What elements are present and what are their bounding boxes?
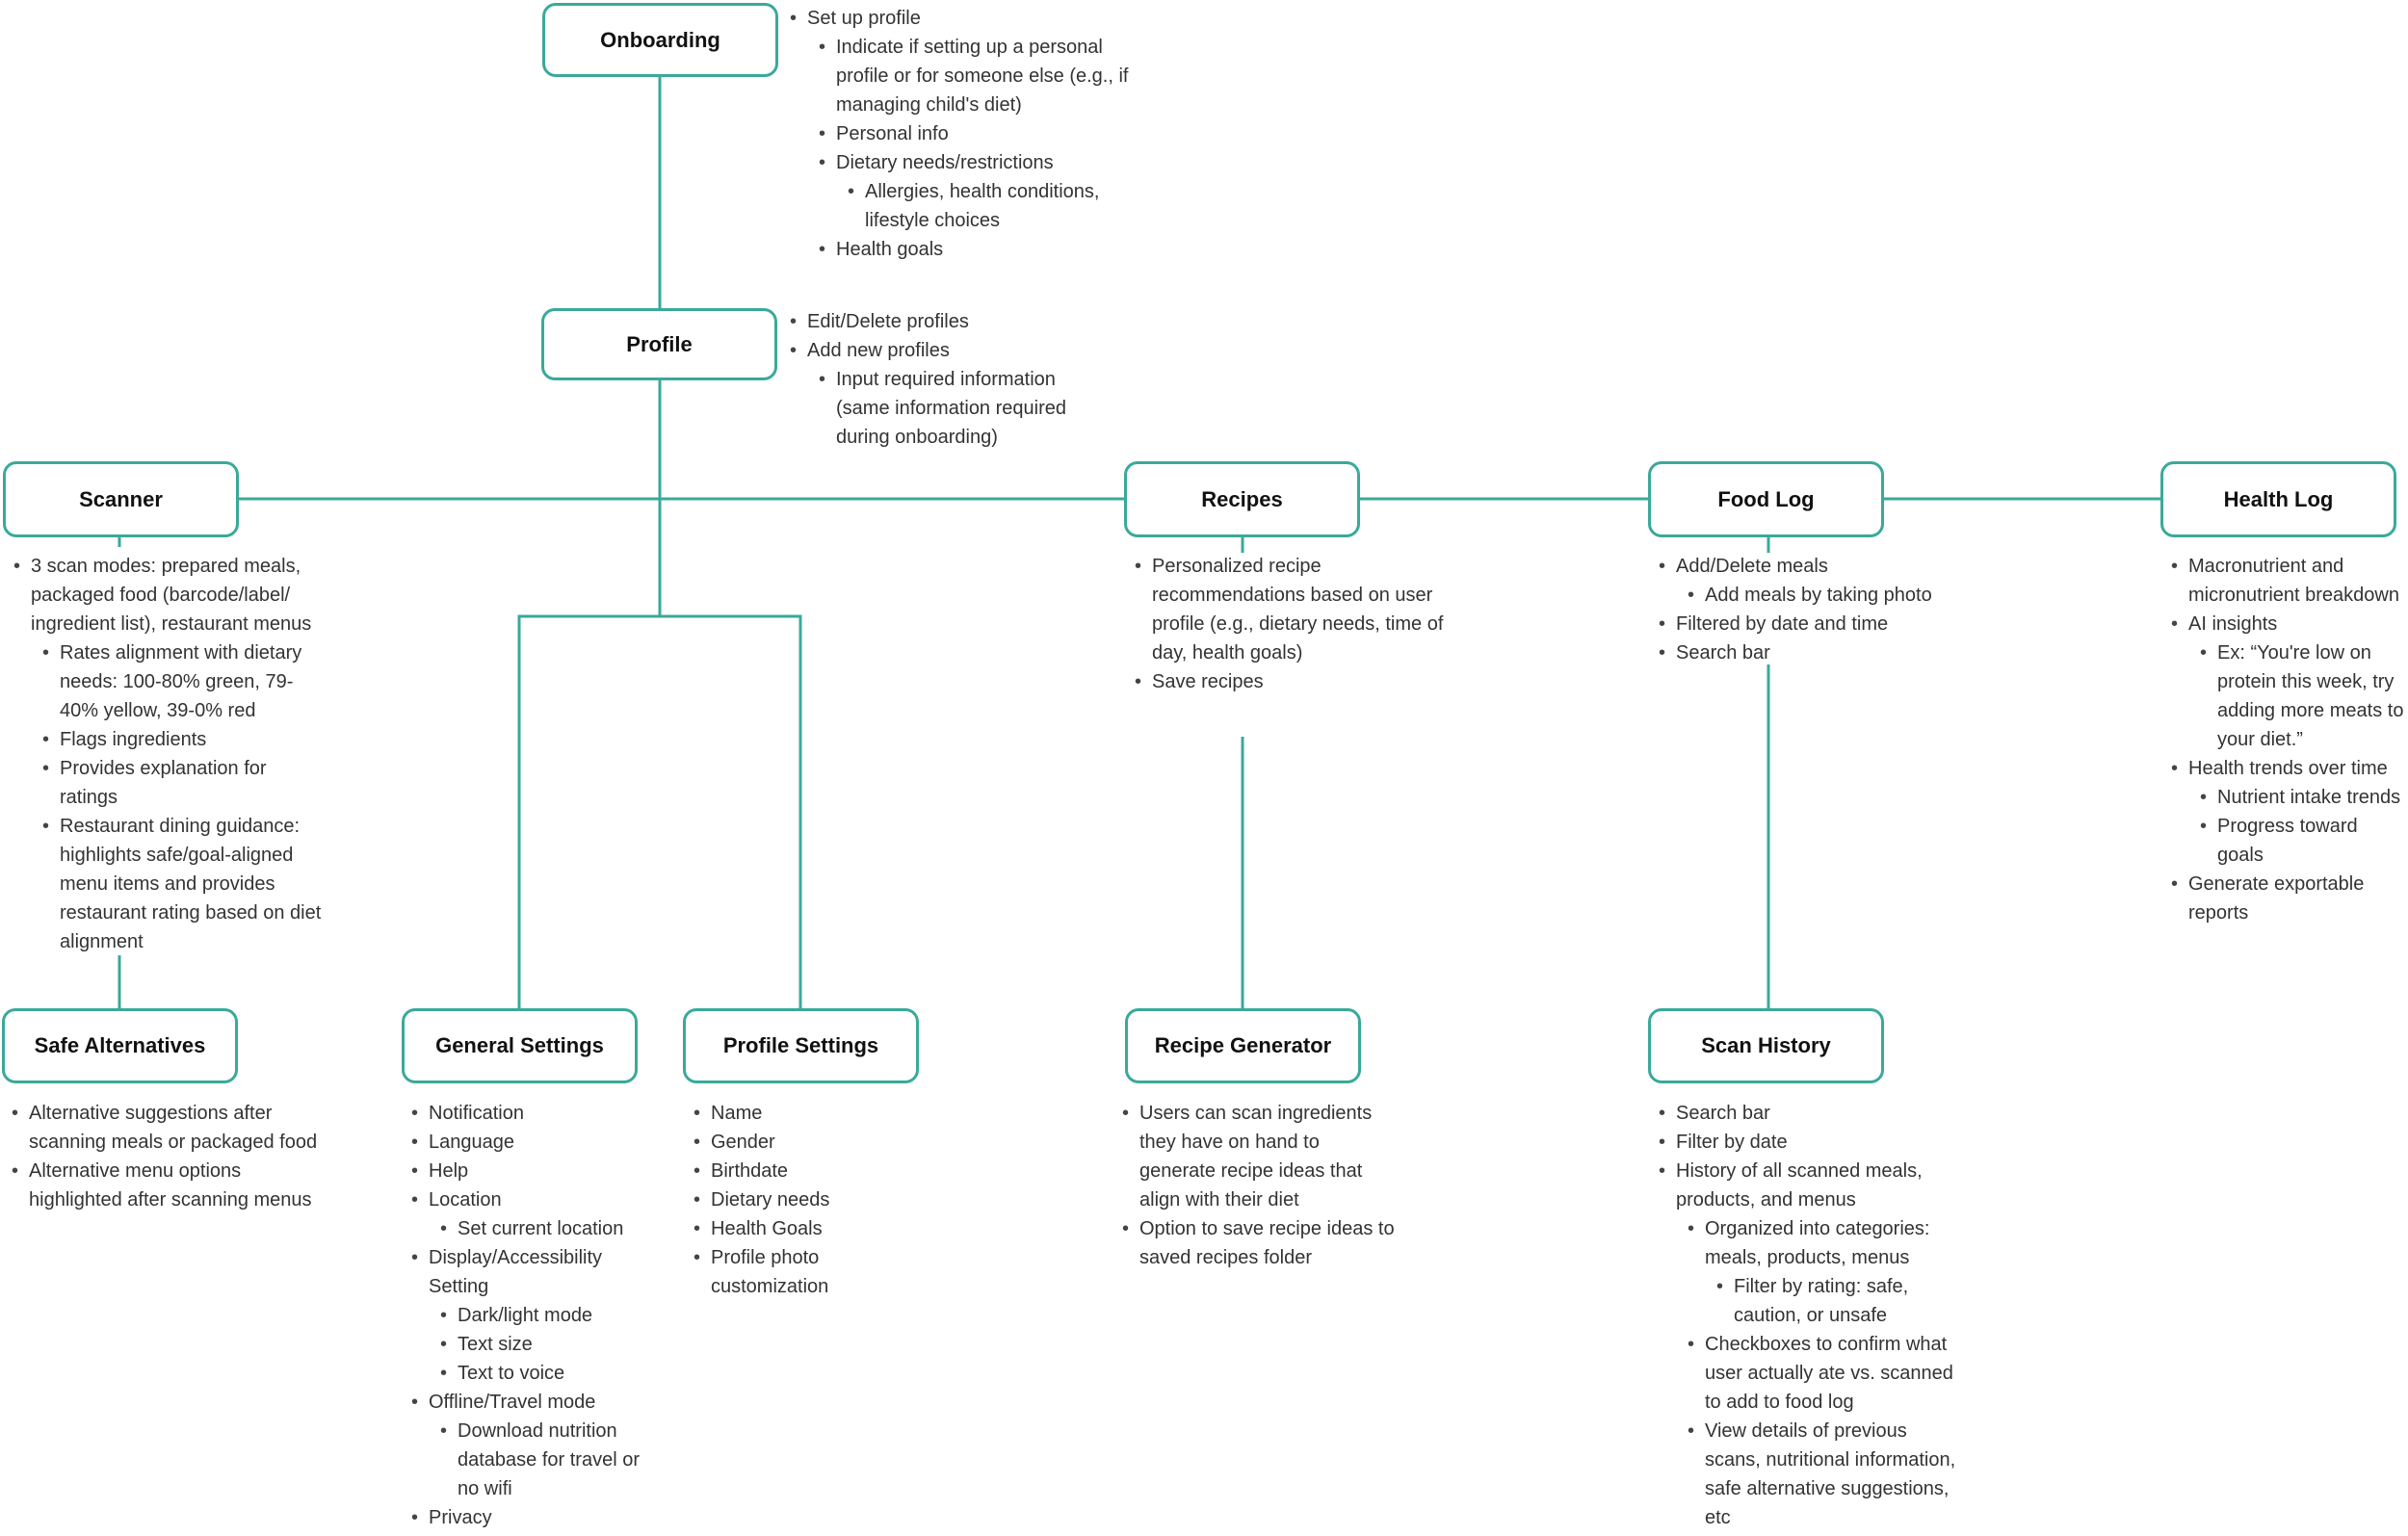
note-item: Edit/Delete profiles: [788, 307, 1096, 336]
note-item: Text to voice: [438, 1359, 650, 1388]
note-item: Dietary needs: [692, 1185, 923, 1214]
notes-safe-alternatives: Alternative suggestions after scanning m…: [10, 1099, 318, 1214]
note-item: Name: [692, 1099, 923, 1128]
note-item: Flags ingredients: [40, 725, 325, 754]
note-item: Set up profile: [788, 4, 1135, 33]
note-item: Dietary needs/restrictions: [817, 148, 1135, 177]
note-item: Filter by rating: safe, caution, or unsa…: [1714, 1272, 1965, 1330]
note-item: Download nutrition database for travel o…: [438, 1417, 650, 1503]
note-item: Rates alignment with dietary needs: 100-…: [40, 638, 325, 725]
note-item: View details of previous scans, nutritio…: [1686, 1417, 1965, 1532]
note-item: Allergies, health conditions, lifestyle …: [846, 177, 1135, 235]
note-item: Save recipes: [1133, 667, 1446, 696]
note-item: Search bar: [1657, 1099, 1965, 1128]
node-health-log[interactable]: Health Log: [2160, 461, 2396, 537]
note-item: Provides explanation for ratings: [40, 754, 325, 812]
note-item: Location: [409, 1185, 650, 1214]
notes-profile: Edit/Delete profilesAdd new profilesInpu…: [788, 307, 1096, 452]
notes-health-log: Macronutrient and micronutrient breakdow…: [2169, 552, 2405, 927]
note-item: Restaurant dining guidance: highlights s…: [40, 812, 325, 956]
note-item: Notification: [409, 1099, 650, 1128]
note-item: Personalized recipe recommendations base…: [1133, 552, 1446, 667]
note-item: Language: [409, 1128, 650, 1157]
note-item: Progress toward goals: [2198, 812, 2405, 870]
node-scanner[interactable]: Scanner: [3, 461, 239, 537]
note-item: Organized into categories: meals, produc…: [1686, 1214, 1965, 1272]
node-recipes[interactable]: Recipes: [1124, 461, 1360, 537]
note-item: Alternative menu options highlighted aft…: [10, 1157, 318, 1214]
note-item: Checkboxes to confirm what user actually…: [1686, 1330, 1965, 1417]
note-item: Offline/Travel mode: [409, 1388, 650, 1417]
note-item: Filter by date: [1657, 1128, 1965, 1157]
notes-onboarding: Set up profileIndicate if setting up a p…: [788, 4, 1135, 264]
note-item: Profile photo customization: [692, 1243, 923, 1301]
note-item: AI insights: [2169, 610, 2405, 638]
note-item: Set current location: [438, 1214, 650, 1243]
node-profile[interactable]: Profile: [541, 308, 777, 380]
notes-recipes: Personalized recipe recommendations base…: [1133, 552, 1446, 696]
note-item: Health trends over time: [2169, 754, 2405, 783]
note-item: Macronutrient and micronutrient breakdow…: [2169, 552, 2405, 610]
note-item: Ex: “You're low on protein this week, tr…: [2198, 638, 2405, 754]
note-item: Search bar: [1657, 638, 1965, 667]
node-general-settings[interactable]: General Settings: [402, 1008, 638, 1083]
notes-profile-settings: NameGenderBirthdateDietary needsHealth G…: [692, 1099, 923, 1301]
note-item: Health Goals: [692, 1214, 923, 1243]
node-onboarding[interactable]: Onboarding: [542, 3, 778, 77]
notes-general-settings: NotificationLanguageHelpLocationSet curr…: [409, 1099, 650, 1532]
node-profile-settings[interactable]: Profile Settings: [683, 1008, 919, 1083]
note-item: Gender: [692, 1128, 923, 1157]
notes-food-log: Add/Delete mealsAdd meals by taking phot…: [1657, 552, 1965, 667]
note-item: Input required information (same informa…: [817, 365, 1096, 452]
notes-recipe-generator: Users can scan ingredients they have on …: [1120, 1099, 1400, 1272]
note-item: Dark/light mode: [438, 1301, 650, 1330]
node-safe-alternatives[interactable]: Safe Alternatives: [2, 1008, 238, 1083]
node-recipe-generator[interactable]: Recipe Generator: [1125, 1008, 1361, 1083]
note-item: Text size: [438, 1330, 650, 1359]
note-item: Option to save recipe ideas to saved rec…: [1120, 1214, 1400, 1272]
note-item: Add new profiles: [788, 336, 1096, 365]
note-item: Add/Delete meals: [1657, 552, 1965, 581]
note-item: Health goals: [817, 235, 1135, 264]
note-item: Display/Accessibility Setting: [409, 1243, 650, 1301]
note-item: Indicate if setting up a personal profil…: [817, 33, 1135, 119]
note-item: Add meals by taking photo: [1686, 581, 1965, 610]
note-item: Filtered by date and time: [1657, 610, 1965, 638]
notes-scanner: 3 scan modes: prepared meals, packaged f…: [12, 552, 325, 956]
note-item: Alternative suggestions after scanning m…: [10, 1099, 318, 1157]
node-food-log[interactable]: Food Log: [1648, 461, 1884, 537]
note-item: Privacy: [409, 1503, 650, 1532]
note-item: History of all scanned meals, products, …: [1657, 1157, 1965, 1214]
note-item: Generate exportable reports: [2169, 870, 2405, 927]
note-item: Birthdate: [692, 1157, 923, 1185]
note-item: Help: [409, 1157, 650, 1185]
note-item: Users can scan ingredients they have on …: [1120, 1099, 1400, 1214]
note-item: Nutrient intake trends: [2198, 783, 2405, 812]
notes-scan-history: Search barFilter by dateHistory of all s…: [1657, 1099, 1965, 1532]
connector-settings-bracket: [517, 614, 802, 1011]
note-item: 3 scan modes: prepared meals, packaged f…: [12, 552, 325, 638]
node-scan-history[interactable]: Scan History: [1648, 1008, 1884, 1083]
note-item: Personal info: [817, 119, 1135, 148]
